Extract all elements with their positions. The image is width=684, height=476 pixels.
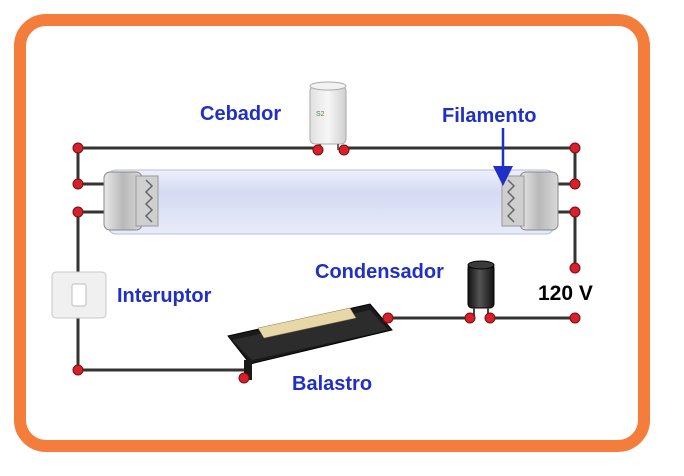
starter-cylinder-icon: S2 bbox=[309, 81, 347, 150]
label-voltage: 120 V bbox=[538, 282, 593, 305]
filament-left bbox=[144, 179, 154, 223]
node bbox=[72, 206, 84, 218]
filament-right bbox=[506, 179, 516, 223]
node bbox=[338, 144, 350, 156]
node bbox=[569, 178, 581, 190]
node bbox=[238, 372, 250, 384]
ballast-box-icon bbox=[227, 303, 393, 380]
tube-left-collar bbox=[135, 175, 159, 227]
nodes bbox=[72, 142, 581, 384]
wall-switch-icon bbox=[51, 271, 107, 319]
label-balastro: Balastro bbox=[292, 373, 372, 395]
node bbox=[569, 262, 581, 274]
label-condensador: Condensador bbox=[315, 261, 444, 283]
node bbox=[569, 142, 581, 154]
svg-text:S2: S2 bbox=[316, 111, 325, 118]
node bbox=[464, 312, 476, 324]
node bbox=[484, 312, 496, 324]
fluorescent-tube-icon bbox=[103, 169, 559, 235]
label-filamento: Filamento bbox=[442, 105, 536, 127]
node bbox=[72, 178, 84, 190]
tube-right-collar bbox=[501, 175, 525, 227]
tube-right-cap bbox=[519, 171, 559, 231]
node bbox=[382, 312, 394, 324]
node bbox=[569, 312, 581, 324]
label-interuptor: Interuptor bbox=[117, 285, 212, 307]
node bbox=[72, 142, 84, 154]
node bbox=[569, 206, 581, 218]
label-cebador: Cebador bbox=[200, 103, 281, 125]
node bbox=[312, 144, 324, 156]
node bbox=[72, 364, 84, 376]
